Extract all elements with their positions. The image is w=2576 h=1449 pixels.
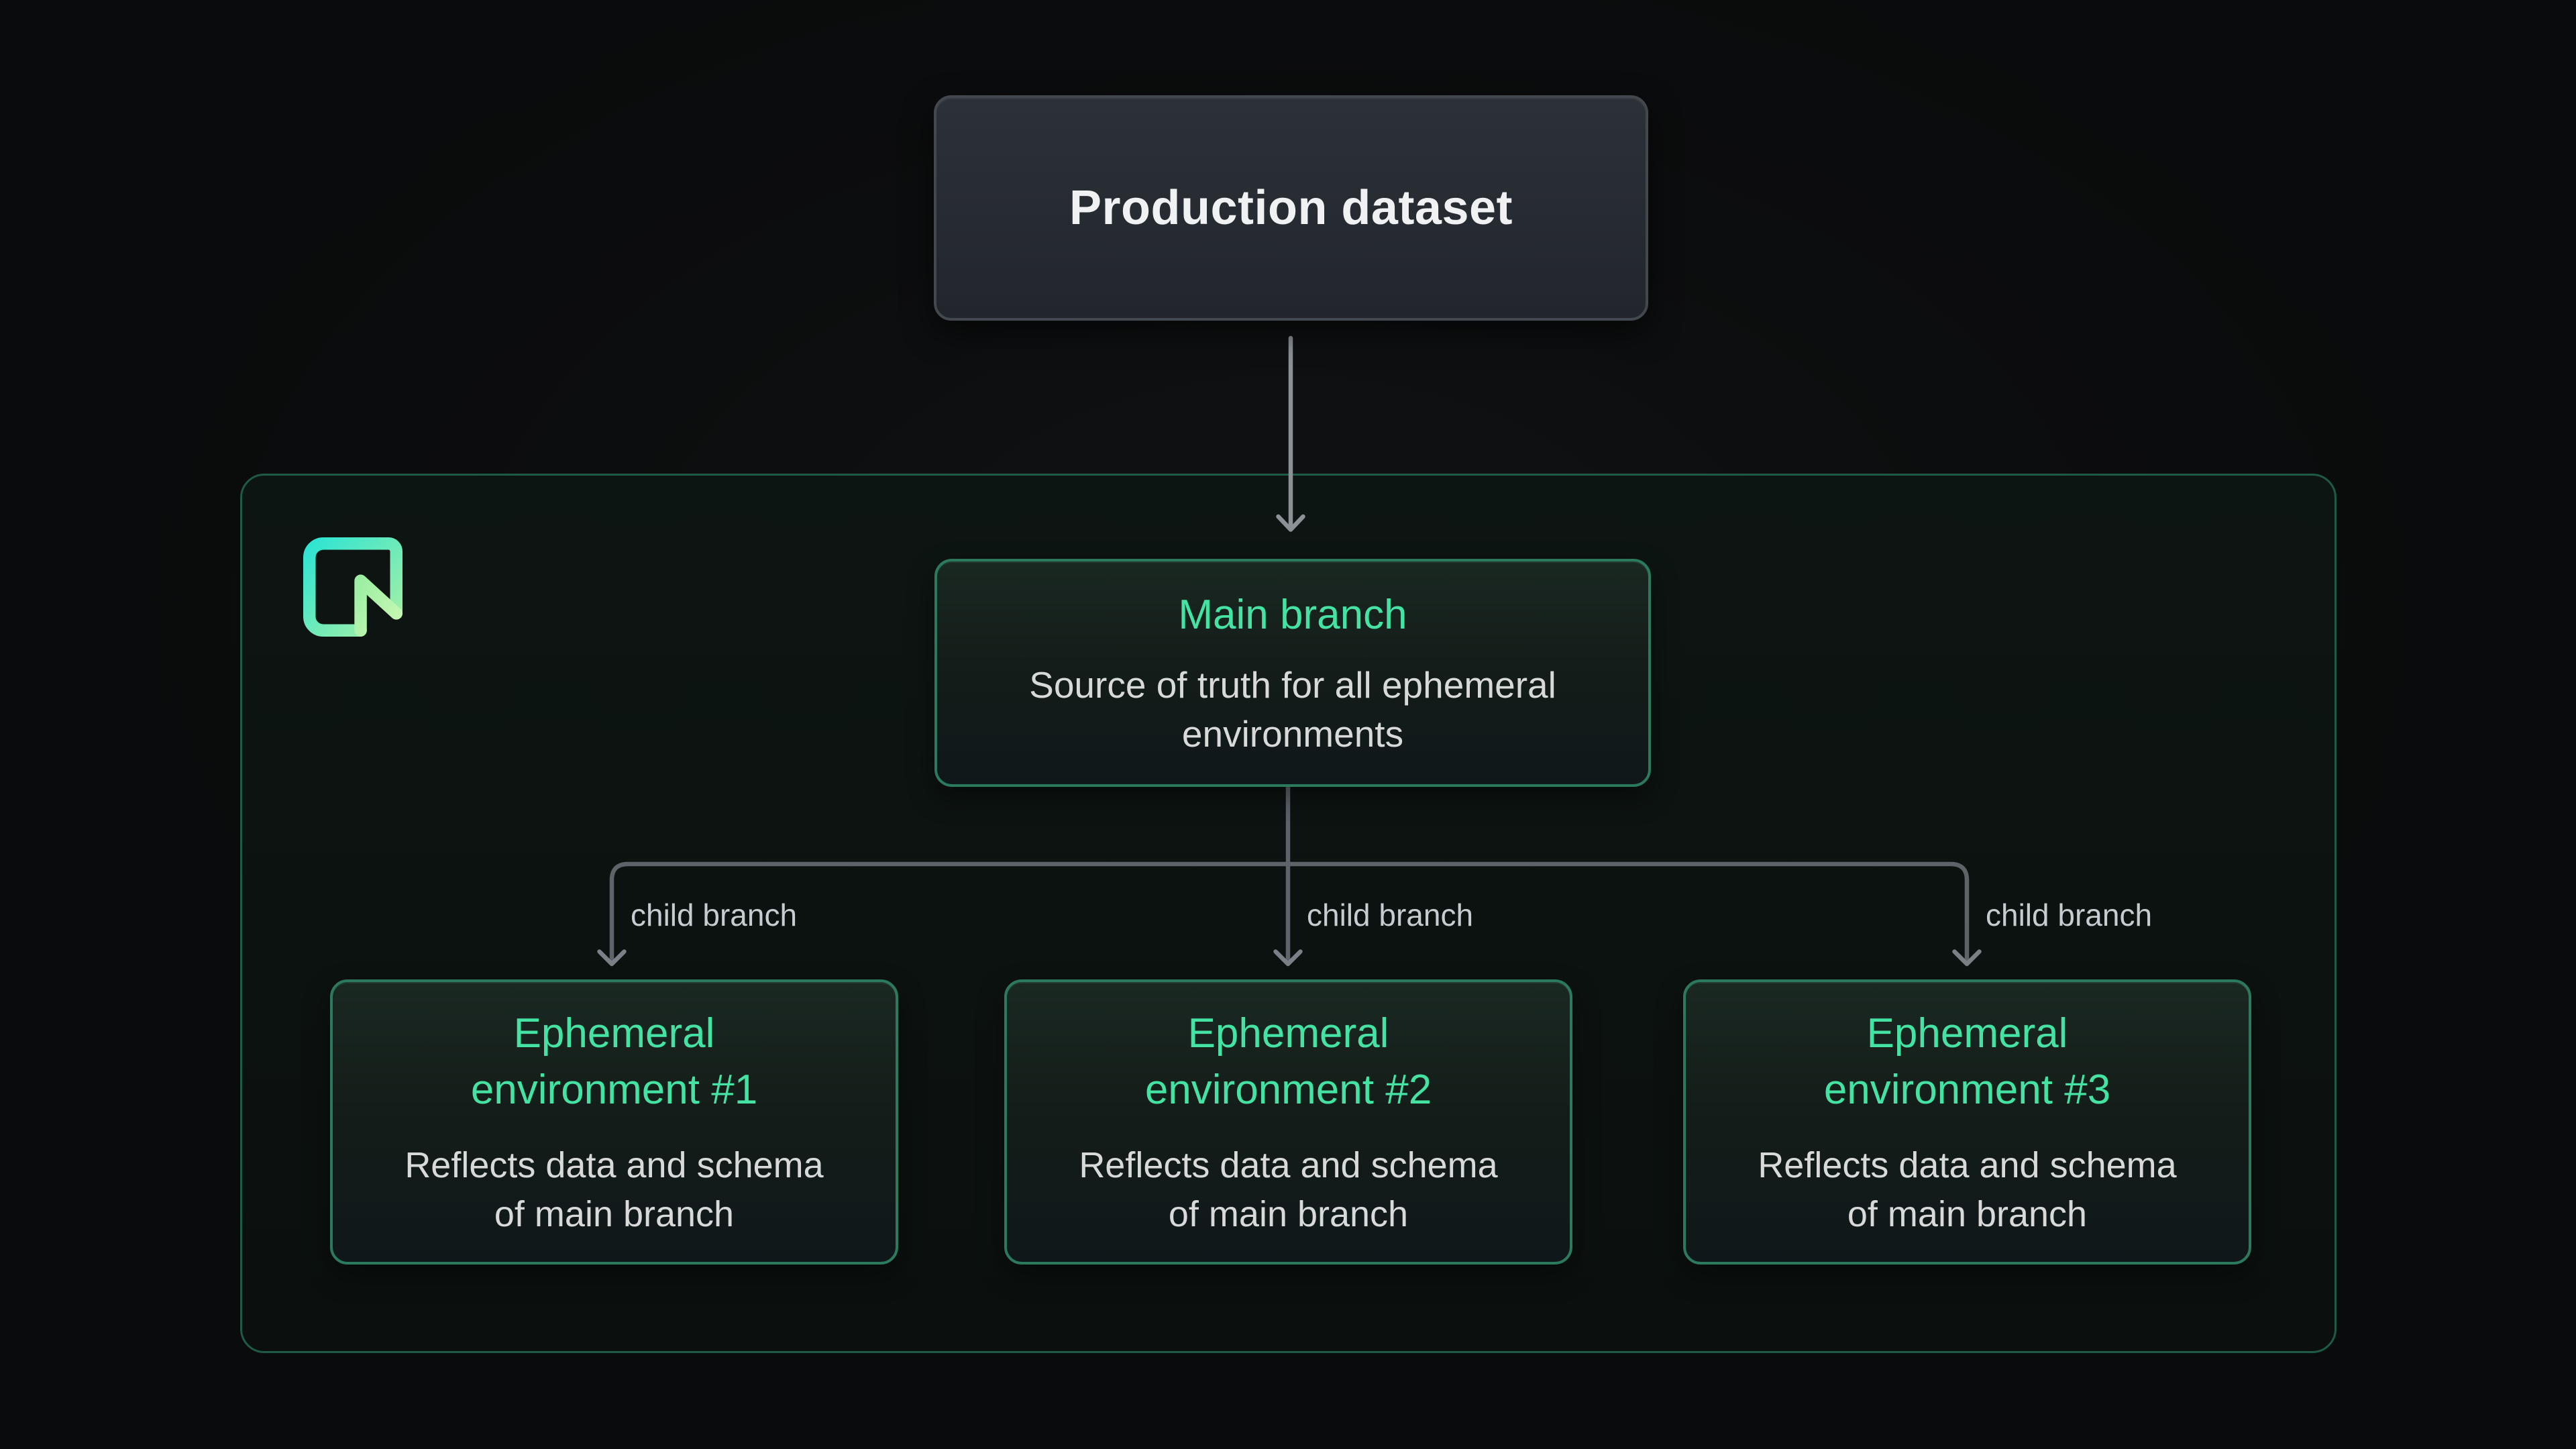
ephemeral-environment-1-title: Ephemeral environment #1 — [470, 1010, 758, 1113]
neon-logo-icon — [303, 537, 402, 637]
edge-label-child-branch-3: child branch — [1986, 898, 2153, 932]
ephemeral-environment-3-title: Ephemeral environment #3 — [1823, 1010, 2111, 1113]
edge-label-child-branch-1: child branch — [631, 898, 798, 932]
edge-label-child-branch-2: child branch — [1307, 898, 1474, 932]
ephemeral-environment-2-description: Reflects data and schema of main branch — [1079, 1144, 1498, 1234]
neon-logo-frame — [303, 537, 402, 637]
node-main-branch: Main branch Source of truth for all ephe… — [934, 559, 1651, 787]
neon-logo-n-stroke — [354, 574, 402, 637]
node-production-dataset: Production dataset — [934, 95, 1648, 321]
main-branch-title: Main branch — [1178, 592, 1407, 638]
node-ephemeral-environment-3: Ephemeral environment #3 Reflects data a… — [1683, 979, 2251, 1265]
node-ephemeral-environment-2: Ephemeral environment #2 Reflects data a… — [1004, 979, 1572, 1265]
production-dataset-title: Production dataset — [1069, 181, 1513, 235]
node-ephemeral-environment-1: Ephemeral environment #1 Reflects data a… — [330, 979, 898, 1265]
main-branch-description: Source of truth for all ephemeral enviro… — [1029, 664, 1556, 755]
ephemeral-environment-2-title: Ephemeral environment #2 — [1144, 1010, 1432, 1113]
ephemeral-environment-3-description: Reflects data and schema of main branch — [1758, 1144, 2177, 1234]
ephemeral-environment-1-description: Reflects data and schema of main branch — [405, 1144, 824, 1234]
